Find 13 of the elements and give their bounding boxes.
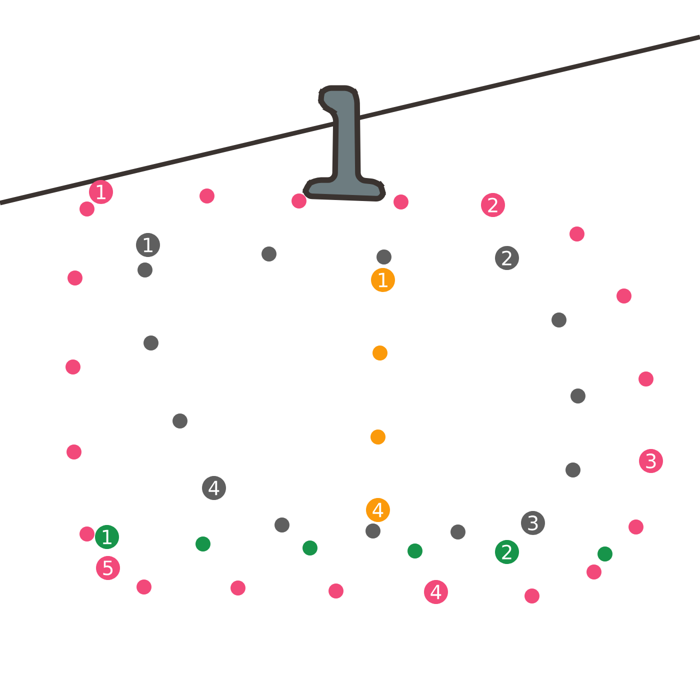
number-badge: 5 bbox=[96, 556, 120, 580]
number-badge: 2 bbox=[495, 246, 519, 270]
number-badge: 4 bbox=[424, 580, 448, 604]
number-badge: 2 bbox=[495, 540, 519, 564]
number-badge: 1 bbox=[136, 233, 160, 257]
number-badge: 3 bbox=[639, 449, 663, 473]
number-badge: 1 bbox=[89, 180, 113, 204]
number-badge: 1 bbox=[371, 268, 395, 292]
number-badge: 4 bbox=[202, 476, 226, 500]
number-badge: 4 bbox=[366, 498, 390, 522]
number-badge: 1 bbox=[95, 525, 119, 549]
number-badge: 2 bbox=[481, 193, 505, 217]
number-badge: 3 bbox=[521, 511, 545, 535]
